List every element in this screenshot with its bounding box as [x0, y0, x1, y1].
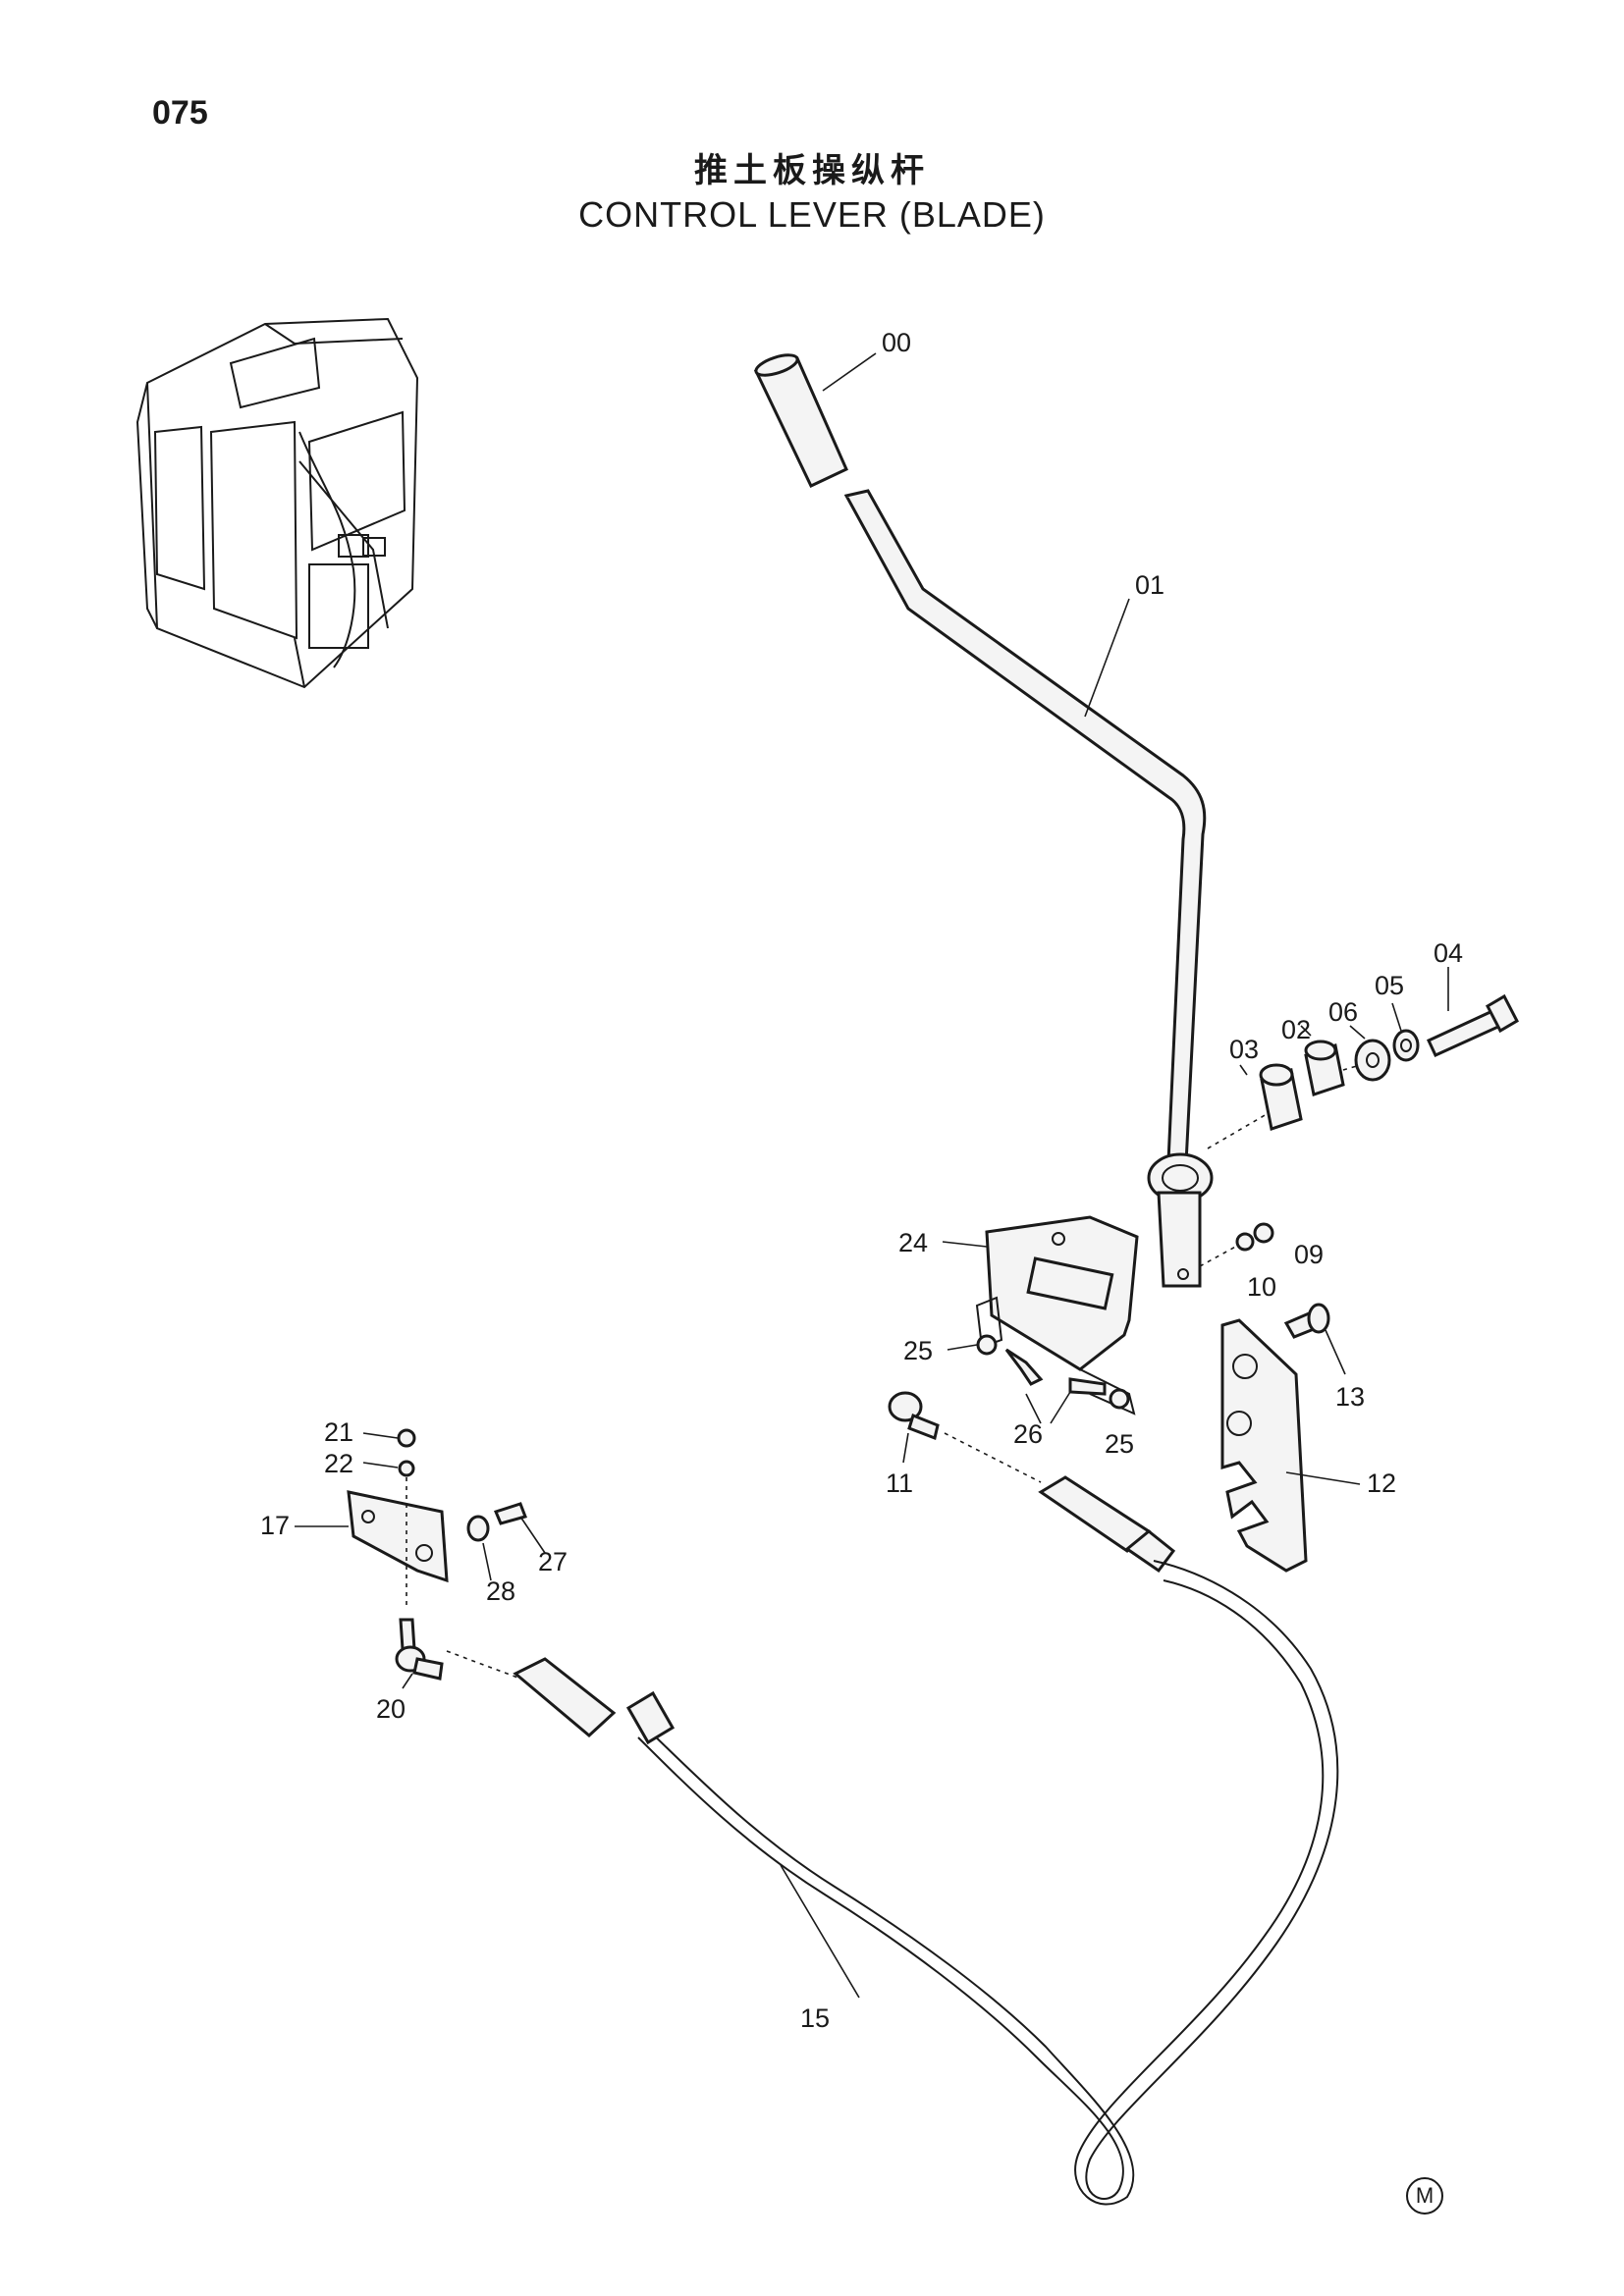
title-chinese: 推土板操纵杆	[694, 151, 930, 190]
callout-24: 24	[898, 1228, 928, 1257]
nut-25-right	[1109, 1388, 1130, 1410]
control-lever	[843, 489, 1214, 1288]
cable-bracket	[1220, 1303, 1330, 1573]
callout-25-left: 25	[903, 1336, 933, 1365]
callout-17: 17	[260, 1511, 290, 1540]
plate-bracket	[975, 1215, 1139, 1415]
leader-lines	[295, 352, 1449, 1999]
cab-inset	[135, 317, 419, 689]
callout-22: 22	[324, 1449, 353, 1478]
washer-10	[1235, 1232, 1255, 1252]
callout-26: 26	[1013, 1419, 1043, 1449]
nut-09	[1253, 1222, 1274, 1244]
callout-09: 09	[1294, 1240, 1324, 1269]
callout-06: 06	[1328, 997, 1358, 1027]
ball-joint	[888, 1391, 1042, 1483]
callout-25-right: 25	[1105, 1429, 1134, 1459]
callout-03: 03	[1229, 1035, 1259, 1064]
callout-15: 15	[800, 2003, 830, 2033]
lever-grip	[753, 353, 848, 488]
callout-01: 01	[1135, 570, 1164, 600]
callout-20: 20	[376, 1694, 406, 1724]
callout-00: 00	[882, 328, 911, 357]
nut-25-left	[976, 1334, 998, 1356]
title-english: CONTROL LEVER (BLADE)	[578, 194, 1046, 235]
callout-10: 10	[1247, 1272, 1276, 1302]
control-cable	[446, 1475, 1339, 2206]
bolt-26-left	[1004, 1348, 1044, 1386]
callout-11: 11	[886, 1468, 913, 1498]
callout-02: 02	[1281, 1015, 1311, 1044]
page-number: 075	[152, 94, 208, 132]
callout-21: 21	[324, 1417, 353, 1447]
corner-mark: M	[1406, 2177, 1443, 2215]
cable-end-bracket	[347, 1428, 527, 1681]
callout-27: 27	[538, 1547, 568, 1576]
callout-13: 13	[1335, 1382, 1365, 1412]
callout-12: 12	[1367, 1468, 1396, 1498]
pivot-hardware	[1207, 993, 1519, 1149]
callout-05: 05	[1375, 971, 1404, 1000]
bolt-26-right	[1068, 1377, 1107, 1396]
callout-28: 28	[486, 1576, 515, 1606]
callout-04: 04	[1434, 938, 1463, 968]
